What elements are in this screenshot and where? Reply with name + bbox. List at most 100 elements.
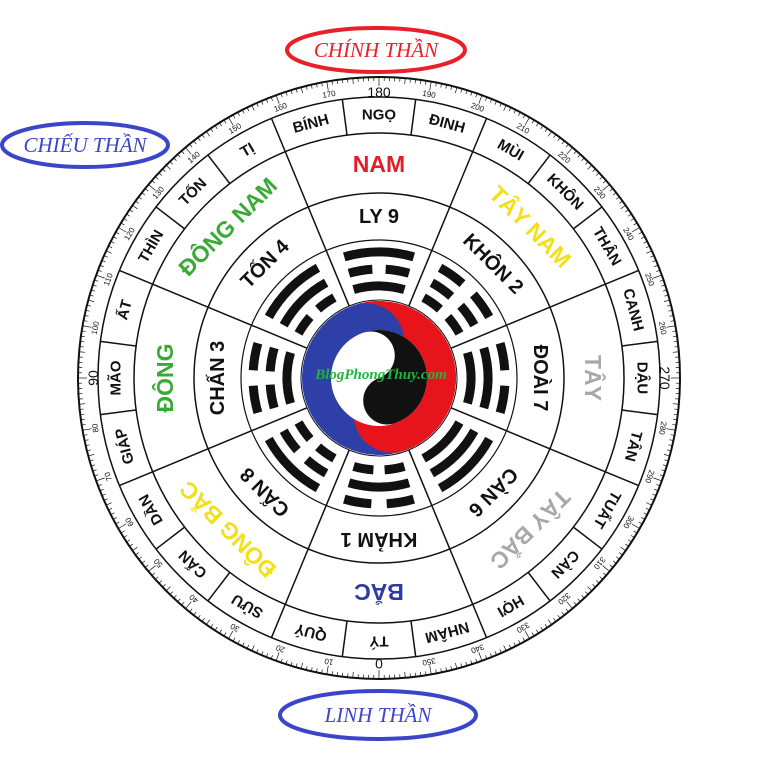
degree-tick	[219, 629, 222, 634]
degree-tick	[169, 161, 173, 165]
trigram-line-broken	[457, 302, 479, 328]
linh-than-ellipse	[278, 689, 478, 741]
mountain-label: QUÝ	[293, 620, 329, 646]
degree-tick	[585, 161, 589, 165]
degree-tick	[118, 227, 127, 233]
degree-label: 140	[186, 149, 202, 165]
inner-yin-yang-half	[362, 330, 427, 425]
degree-tick	[612, 560, 617, 564]
degree-tick	[94, 474, 99, 477]
degree-tick	[210, 128, 214, 132]
trigram-line-broken	[294, 420, 314, 442]
degree-tick	[80, 418, 85, 421]
degree-tick	[518, 112, 521, 116]
degree-tick	[82, 325, 92, 328]
degree-tick	[609, 188, 614, 192]
degree-tick	[670, 320, 675, 322]
degree-tick	[404, 78, 406, 85]
mountain-label: HỢI	[494, 591, 527, 620]
degree-tick	[83, 320, 88, 322]
mountain-divider	[527, 154, 551, 185]
degree-tick	[659, 474, 664, 477]
degree-tick	[285, 660, 288, 665]
degree-tick	[331, 80, 333, 85]
degree-tick	[620, 546, 626, 551]
trigram-line-broken	[385, 264, 411, 278]
degree-tick	[300, 662, 303, 669]
mountain-label: TỊ	[237, 140, 257, 161]
degree-tick	[599, 576, 603, 580]
trigram-name: CÀN 6	[464, 463, 523, 522]
trigram-line-broken	[347, 264, 373, 278]
degree-tick	[275, 95, 280, 104]
trigram-line-solid	[264, 263, 321, 320]
degree-label: 290	[643, 469, 656, 485]
degree-tick	[185, 147, 192, 155]
degree-tick	[144, 564, 149, 568]
degree-tick	[242, 109, 245, 114]
degree-tick	[669, 439, 674, 441]
chieu-than-label: CHIẾU THẦN	[0, 121, 170, 169]
degree-tick	[162, 584, 166, 588]
trigram-line-solid	[282, 351, 295, 405]
degree-tick	[404, 671, 406, 678]
degree-tick	[419, 79, 422, 84]
trigram-name: KHÔN 2	[458, 228, 528, 298]
trigram-line-solid	[463, 351, 476, 405]
degree-tick	[270, 655, 273, 660]
degree-tick	[305, 85, 308, 90]
degree-tick	[653, 477, 662, 482]
degree-tick	[475, 93, 478, 98]
degree-tick	[672, 403, 679, 405]
degree-tick	[638, 231, 643, 235]
degree-tick	[295, 88, 298, 93]
degree-tick	[646, 250, 652, 254]
degree-tick	[97, 269, 102, 272]
trigram-line-solid	[429, 428, 479, 478]
mountain-label: ẤT	[114, 298, 136, 322]
mountain-divider	[100, 409, 137, 416]
degree-tick	[585, 591, 589, 595]
mountain-label: DẬU	[634, 362, 652, 395]
degree-tick	[419, 672, 422, 677]
degree-tick	[326, 665, 329, 675]
degree-tick	[94, 279, 99, 282]
degree-tick	[275, 652, 280, 661]
degree-tick	[336, 79, 339, 84]
degree-tick	[162, 168, 166, 172]
degree-tick	[663, 299, 670, 302]
degree-label: 350	[421, 656, 436, 667]
ring-circle	[133, 132, 625, 624]
mountain-divider	[207, 154, 231, 185]
trigram-line-broken	[495, 342, 510, 371]
degree-tick	[544, 128, 548, 132]
degree-tick	[223, 632, 227, 637]
degree-tick	[81, 330, 86, 332]
degree-tick	[84, 315, 89, 317]
degree-tick	[531, 632, 535, 637]
degree-tick	[531, 119, 535, 124]
degree-tick	[599, 176, 603, 180]
degree-tick	[633, 222, 638, 226]
mountain-divider	[119, 471, 153, 487]
chieu-than-ellipse	[0, 121, 170, 169]
degree-tick	[666, 325, 676, 328]
degree-tick	[667, 304, 672, 307]
degree-tick	[659, 279, 664, 282]
mountain-divider	[605, 269, 639, 285]
trigram-line-broken	[315, 443, 337, 463]
degree-label: 220	[556, 150, 572, 166]
degree-tick	[494, 100, 497, 105]
degree-tick	[669, 315, 674, 317]
degree-tick	[92, 284, 97, 287]
degree-tick	[206, 131, 211, 137]
degree-tick	[85, 309, 90, 312]
degree-tick	[540, 626, 544, 631]
degree-label: 130	[151, 184, 167, 200]
degree-tick	[663, 454, 670, 457]
degree-label: 0	[375, 656, 383, 672]
degree-tick	[450, 666, 453, 671]
inner-yin-yang	[331, 330, 427, 426]
degree-tick	[132, 205, 138, 210]
